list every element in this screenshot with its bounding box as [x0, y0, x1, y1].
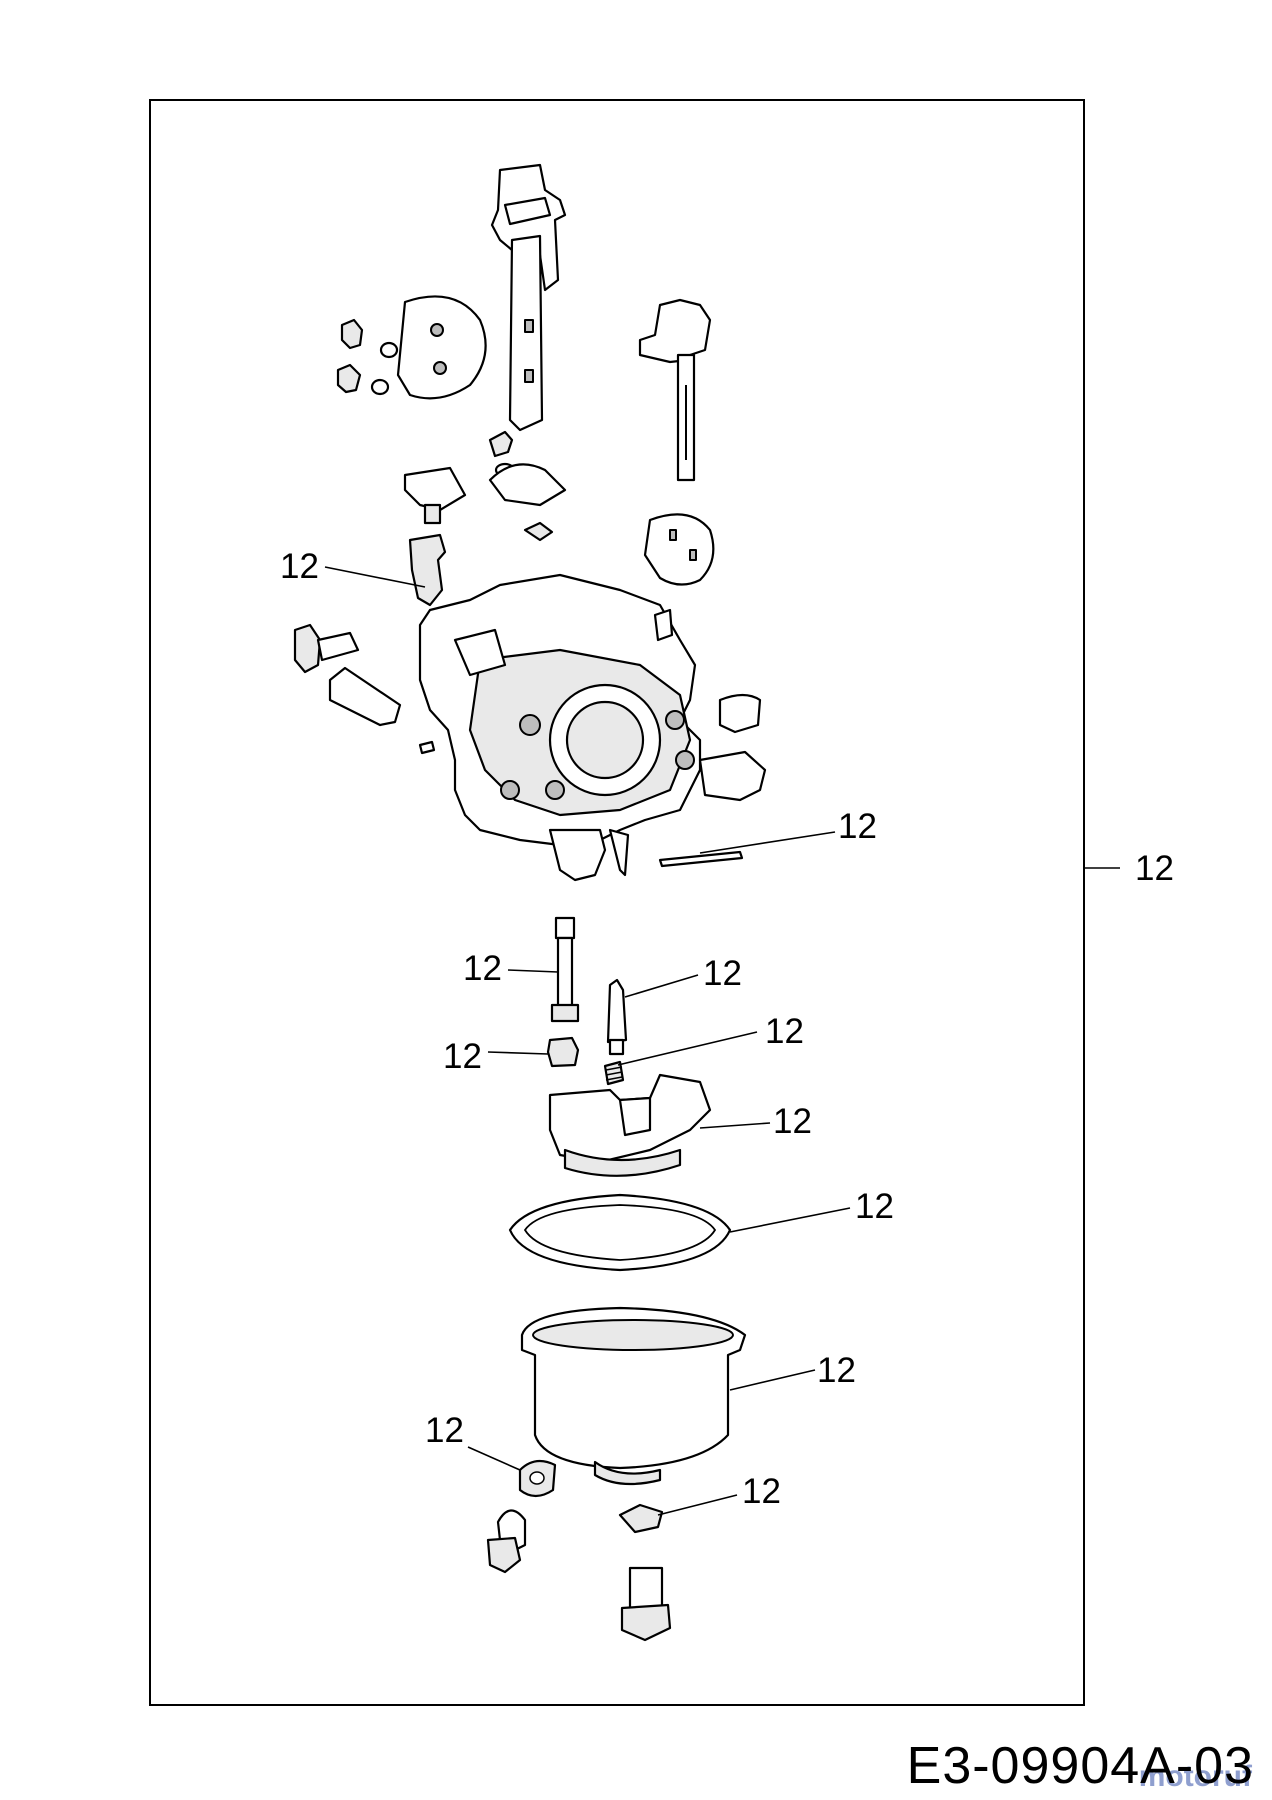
callout-main-jet: 12 — [443, 1037, 482, 1076]
bowl-bolt — [620, 1566, 672, 1642]
diagram-frame — [149, 99, 1085, 1706]
pilot-screw-assembly — [403, 430, 567, 542]
callout-drain-washer: 12 — [425, 1411, 464, 1450]
emulsion-tube — [550, 916, 580, 1023]
float-bowl — [520, 1306, 747, 1486]
float-pin — [658, 850, 744, 868]
leader-lines — [324, 566, 851, 1516]
callout-emulsion-tube: 12 — [463, 949, 502, 988]
choke-plate — [396, 295, 487, 400]
bowl-drain-bolt — [486, 1509, 527, 1574]
carburetor-body — [418, 573, 767, 882]
callout-bowl-washer: 12 — [742, 1472, 781, 1511]
pilot-jet — [408, 533, 447, 607]
throttle-plate — [643, 513, 715, 586]
callout-kit: 12 — [1135, 849, 1174, 888]
choke-screws — [336, 318, 399, 396]
drain-washer-hole — [529, 1471, 545, 1485]
idle-screw — [328, 666, 402, 727]
callout-float: 12 — [773, 1102, 812, 1141]
float — [548, 1073, 712, 1177]
callout-pilot-jet: 12 — [280, 547, 319, 586]
choke-shaft — [490, 163, 567, 432]
choke-knob — [293, 623, 360, 674]
float-needle — [606, 978, 628, 1056]
callout-gasket: 12 — [855, 1187, 894, 1226]
watermark: motoruf — [1138, 1760, 1252, 1793]
main-jet — [546, 1036, 580, 1068]
callout-float-needle: 12 — [703, 954, 742, 993]
needle-spring — [603, 1060, 625, 1086]
small-pin — [418, 740, 436, 755]
callout-needle-spring: 12 — [765, 1012, 804, 1051]
callout-labels: 12 12 12 12 12 12 12 12 12 12 12 12 — [280, 547, 1174, 1511]
document-code: E3-09904A-03 — [906, 1737, 1254, 1795]
callout-float-bowl: 12 — [817, 1351, 856, 1390]
bowl-washer — [618, 1503, 664, 1534]
callout-float-pin: 12 — [838, 807, 877, 846]
float-bowl-gasket — [508, 1193, 732, 1272]
throttle-shaft — [638, 298, 712, 482]
